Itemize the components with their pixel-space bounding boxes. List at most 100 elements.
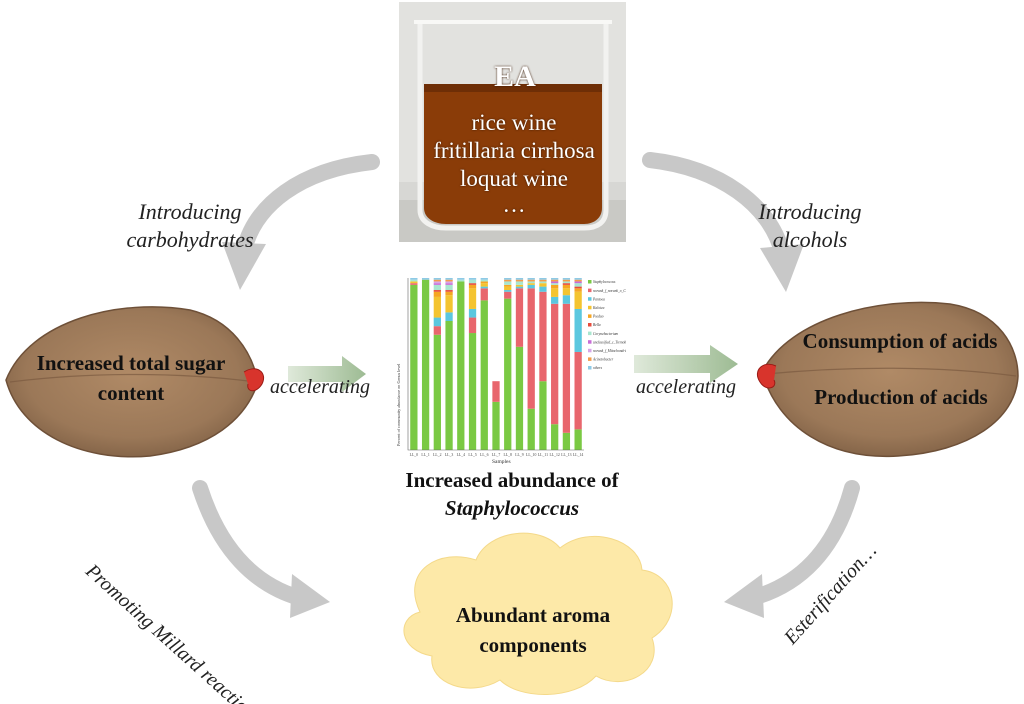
bar-segment-15-6 — [574, 286, 582, 289]
bar-segment-4-8 — [445, 283, 453, 285]
bar-segment-9-5 — [504, 284, 512, 287]
bar-segment-4-5 — [445, 291, 453, 296]
bar-segment-15-1 — [574, 429, 582, 450]
curved-arrow-bottom-left — [192, 480, 308, 606]
bar-segment-15-11 — [574, 278, 582, 280]
legend-swatch-9 — [588, 348, 592, 353]
bar-segment-9-3 — [504, 290, 512, 292]
bar-segment-12-4 — [539, 283, 547, 287]
x-tick-label: LL_0 — [410, 453, 419, 457]
bar-segment-1-2 — [410, 283, 418, 285]
beaker-title: EA — [494, 60, 536, 93]
bar-segment-3-9 — [433, 281, 441, 284]
legend-label-11: others — [593, 366, 603, 370]
bar-segment-4-6 — [445, 290, 453, 292]
bar-segment-13-10 — [551, 279, 559, 282]
bar-segment-11-7 — [527, 281, 535, 284]
beaker-photo — [399, 2, 626, 242]
legend-swatch-8 — [588, 340, 592, 344]
bar-segment-4-1 — [445, 321, 453, 450]
leaf-left-line-1: Increased total sugar — [36, 351, 226, 375]
bar-segment-15-10 — [574, 279, 582, 282]
bar-segment-10-2 — [515, 288, 524, 347]
x-tick-label: LL_14 — [573, 453, 583, 457]
beaker-line-2: fritillaria cirrhosa — [433, 138, 595, 163]
flow-label-left-top-line-2: carbohydrates — [126, 227, 254, 252]
bar-segment-13-8 — [551, 281, 559, 284]
bar-segment-14-7 — [562, 281, 571, 284]
beaker-line-3: loquat wine — [460, 166, 568, 191]
bar-segment-11-1 — [527, 408, 535, 450]
x-tick-label: LL_3 — [445, 453, 454, 457]
bar-segment-11-3 — [527, 284, 535, 289]
bar-segment-13-11 — [551, 278, 559, 280]
bar-segment-12-10 — [539, 279, 547, 282]
legend-label-3: Pantoea — [592, 297, 605, 301]
bar-segment-14-5 — [562, 284, 571, 289]
bar-segment-13-1 — [551, 424, 559, 450]
bar-segment-12-7 — [539, 281, 547, 284]
bar-segment-5-1 — [457, 281, 465, 450]
cloud-line-1: Abundant aroma — [455, 603, 611, 627]
beaker-line-4: … — [502, 192, 526, 217]
bar-segment-14-2 — [562, 303, 571, 433]
bar-segment-7-4 — [480, 283, 488, 287]
bar-segment-2-11 — [421, 278, 430, 280]
flow-label-right-top: Introducing alcohols — [730, 198, 890, 254]
legend-swatch-2 — [588, 288, 592, 293]
arrowhead-top-right — [760, 244, 804, 292]
arrowhead-bottom-right — [724, 574, 764, 618]
bar-segment-5-11 — [457, 278, 465, 280]
flow-label-left-top-line-1: Introducing — [138, 199, 242, 224]
bar-segment-10-1 — [515, 346, 524, 450]
accelerating-label-right: accelerating — [636, 376, 736, 398]
bar-segment-3-3 — [433, 317, 441, 327]
bar-segment-14-11 — [562, 278, 571, 280]
bar-segment-10-10 — [515, 279, 524, 282]
bar-segment-6-6 — [468, 283, 477, 285]
cloud-line-2: components — [479, 633, 587, 657]
leaf-right — [756, 301, 1019, 458]
bar-segment-3-4 — [433, 296, 441, 318]
bar-segment-11-4 — [527, 283, 535, 285]
bar-segment-7-7 — [480, 279, 488, 282]
chart-ylabel: Percent of community abundance on Genus … — [396, 363, 401, 446]
x-tick-label: LL_9 — [515, 453, 524, 457]
bar-segment-5-7 — [457, 279, 465, 282]
bar-segment-9-2 — [504, 291, 512, 299]
curved-arrow-top-right — [642, 152, 790, 260]
legend-swatch-1 — [588, 280, 592, 284]
center-caption-line-1: Increased abundance of — [405, 468, 619, 492]
legend-label-1: Staphylococcus — [593, 280, 616, 284]
bar-segment-1-11 — [410, 278, 418, 280]
chart-axis-lines — [407, 278, 584, 451]
bar-segment-10-3 — [515, 286, 524, 289]
bar-segment-12-11 — [539, 278, 547, 280]
bar-segment-6-4 — [468, 288, 477, 309]
aroma-cloud — [403, 532, 673, 696]
legend-label-8: unclassified_c_Tremobacteria — [593, 340, 626, 344]
bar-segment-6-7 — [468, 279, 477, 284]
x-tick-label: LL_11 — [538, 453, 548, 457]
bar-segment-4-11 — [445, 278, 453, 280]
flow-label-left-top: Introducing carbohydrates — [100, 198, 280, 254]
legend-swatch-3 — [588, 297, 592, 301]
x-tick-label: LL_5 — [468, 453, 477, 457]
x-tick-label: LL_8 — [504, 453, 513, 457]
bar-segment-7-11 — [480, 278, 488, 280]
leaf-right-line-2: Production of acids — [814, 385, 988, 409]
legend-label-4: Kalotea — [592, 306, 605, 310]
bar-segment-6-5 — [468, 284, 477, 289]
x-tick-label: LL_13 — [561, 453, 571, 457]
bar-segment-10-11 — [515, 278, 524, 280]
legend-swatch-6 — [588, 323, 592, 327]
bar-segment-3-5 — [433, 291, 441, 297]
legend-swatch-5 — [588, 314, 592, 318]
bar-segment-10-7 — [515, 281, 524, 285]
bar-segment-7-3 — [480, 286, 488, 289]
bar-segment-1-7 — [410, 279, 418, 282]
x-tick-label: LL_7 — [492, 453, 501, 457]
bar-segment-14-3 — [562, 295, 571, 304]
bar-segment-11-2 — [527, 288, 535, 409]
